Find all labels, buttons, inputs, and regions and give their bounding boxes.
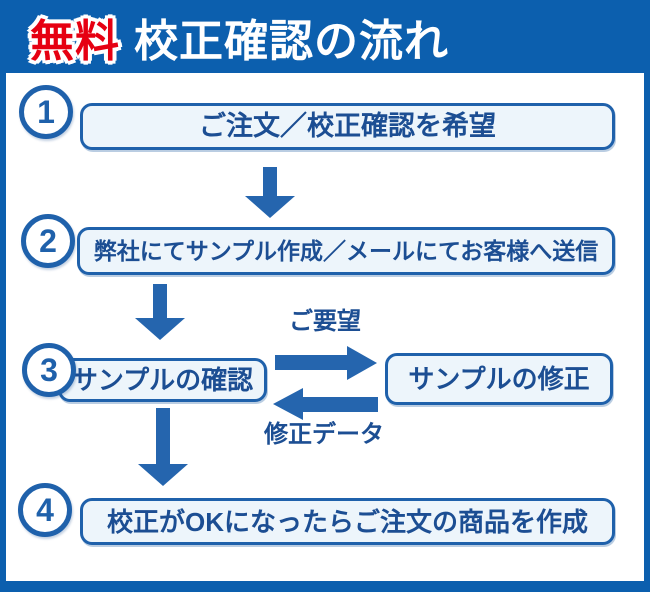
step-2-label: 弊社にてサンプル作成／メールにてお客様へ送信 xyxy=(93,237,599,264)
arrow-left-icon xyxy=(273,388,378,420)
free-badge: 無料 xyxy=(30,16,120,66)
frame-border-left xyxy=(0,0,6,592)
step-3-box: サンプルの確認 xyxy=(58,358,267,402)
arrow-right-icon xyxy=(275,345,377,380)
step-3-number-badge: 3 xyxy=(22,343,76,397)
step-2-number-badge: 2 xyxy=(21,214,75,268)
arrow-down-icon xyxy=(245,167,295,218)
step-4-label: 校正がOKになったらご注文の商品を作成 xyxy=(106,506,588,537)
arrow-down-icon xyxy=(138,408,188,486)
step-2-number: 2 xyxy=(39,223,57,259)
step-1-number-badge: 1 xyxy=(19,85,73,139)
step-1-number: 1 xyxy=(37,94,55,130)
page-title: 校正確認の流れ xyxy=(134,16,449,66)
header-bar: 無料 校正確認の流れ xyxy=(0,0,650,73)
step-3-number: 3 xyxy=(40,352,58,388)
frame-border-bottom xyxy=(0,581,650,592)
step-1-label: ご注文／校正確認を希望 xyxy=(199,111,496,141)
frame-border-right xyxy=(644,0,650,592)
step-3-label: サンプルの確認 xyxy=(71,365,254,395)
revision-box: サンプルの修正 xyxy=(385,353,613,405)
request-label: ご要望 xyxy=(289,308,361,335)
step-1-box: ご注文／校正確認を希望 xyxy=(80,103,615,150)
step-4-number: 4 xyxy=(36,492,54,528)
step-4-number-badge: 4 xyxy=(18,483,72,537)
arrow-down-icon xyxy=(135,284,185,340)
step-2-box: 弊社にてサンプル作成／メールにてお客様へ送信 xyxy=(77,227,615,275)
step-4-box: 校正がOKになったらご注文の商品を作成 xyxy=(80,498,615,545)
revision-data-label: 修正データ xyxy=(264,421,384,448)
revision-box-label: サンプルの修正 xyxy=(408,364,590,394)
